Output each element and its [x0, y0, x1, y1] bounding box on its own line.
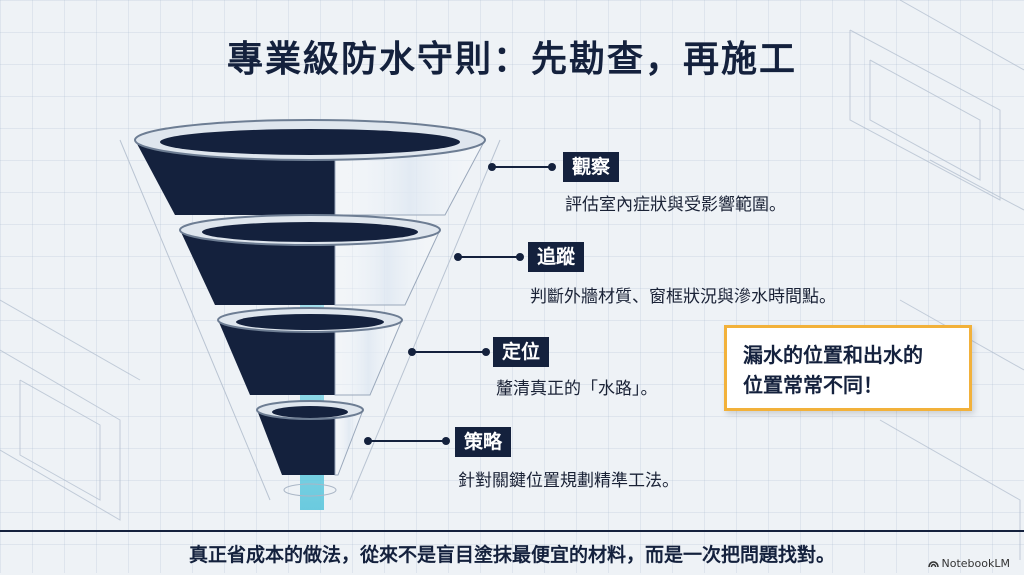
funnel-segment-3: [217, 307, 403, 396]
step-label-locate: 定位: [493, 337, 550, 367]
page-title: 專業級防水守則：先勘查，再施工: [226, 39, 797, 80]
callout-box: 漏水的位置和出水的 位置常常不同！: [724, 325, 972, 411]
funnel-diagram: [119, 119, 501, 510]
connector-line: [454, 253, 524, 261]
step-label-track: 追蹤: [528, 242, 585, 272]
funnel-segment-2: [179, 214, 441, 306]
connector-line: [408, 348, 490, 356]
connector-line: [364, 437, 450, 445]
step-desc-strategy: 針對關鍵位置規劃精準工法。: [458, 471, 679, 491]
connector-line: [488, 163, 556, 171]
notebooklm-logo-icon: [927, 561, 939, 568]
callout-line-2: 位置常常不同！: [743, 373, 883, 397]
funnel-segment-4: [256, 400, 364, 476]
step-desc-locate: 釐清真正的「水路」。: [496, 379, 658, 399]
brand-mark: NotebookLM: [927, 557, 1010, 570]
step-label-strategy: 策略: [455, 427, 512, 457]
footer-text: 真正省成本的做法，從來不是盲目塗抹最便宜的材料，而是一次把問題找對。: [188, 544, 835, 566]
footer-bar: 真正省成本的做法，從來不是盲目塗抹最便宜的材料，而是一次把問題找對。 Noteb…: [0, 530, 1024, 575]
step-desc-track: 判斷外牆材質、窗框狀況與滲水時間點。: [530, 287, 836, 307]
step-desc-observe: 評估室內症狀與受影響範圍。: [565, 195, 786, 215]
step-label-observe: 觀察: [563, 152, 620, 182]
callout-line-1: 漏水的位置和出水的: [743, 343, 923, 367]
brand-label: NotebookLM: [941, 557, 1010, 570]
funnel-segment-1: [134, 119, 486, 216]
